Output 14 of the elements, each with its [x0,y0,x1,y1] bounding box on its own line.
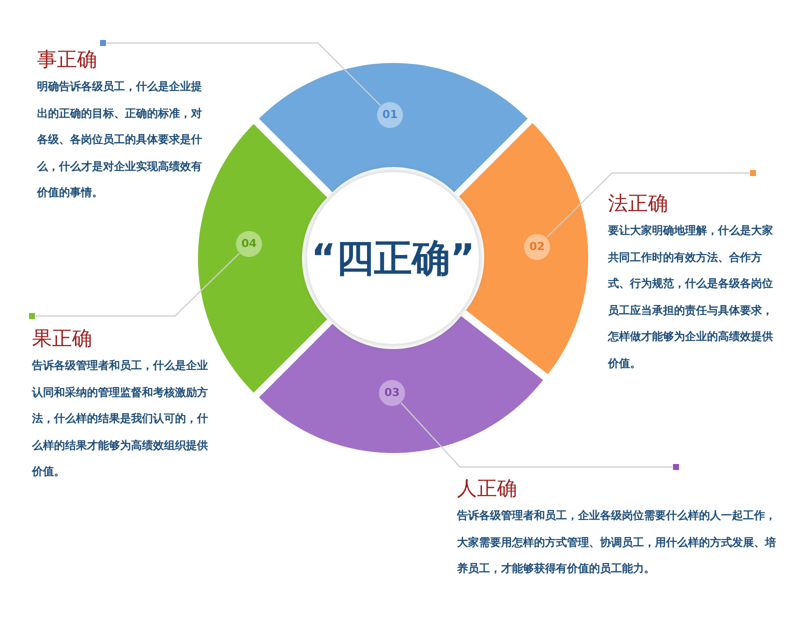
heading: 事正确 [37,46,97,72]
heading: 法正确 [608,190,668,216]
paragraph: 要让大家明确地理解，什么是大家共同工作时的有效方法、合作方式、行为规范，什么是各级各岗位员工应当承担的责任与具体要求，怎样做才能够为企业的高绩效提供价值。 [608,223,774,372]
heading: 果正确 [32,325,92,351]
leader-line [546,172,750,238]
paragraph: 告诉各级管理者和员工，企业各级岗位需要什么样的人一起工作，大家需要用怎样的方式管理、协调员工，用什么样的方式发展、培养员工，才能够获得有价值的员工能力。 [457,508,777,578]
leader-line [36,252,240,317]
paragraph: 明确告诉各级员工，什么是企业提出的正确的目标、正确的标准，对各级、各岗位员工的具体要求是什么，什么才是对企业实现高绩效有价值的事情。 [37,79,203,202]
leader-line [400,402,672,468]
heading: 人正确 [457,475,517,501]
ring-segment [258,63,528,192]
leader-line [106,42,381,106]
ring-segment [258,316,544,453]
paragraph: 告诉各级管理者和员工，什么是企业认同和采纳的管理监督和考核激励方法，什么样的结果是我们认可的，什么样的结果才能够为高绩效组织提供价值。 [32,358,208,480]
